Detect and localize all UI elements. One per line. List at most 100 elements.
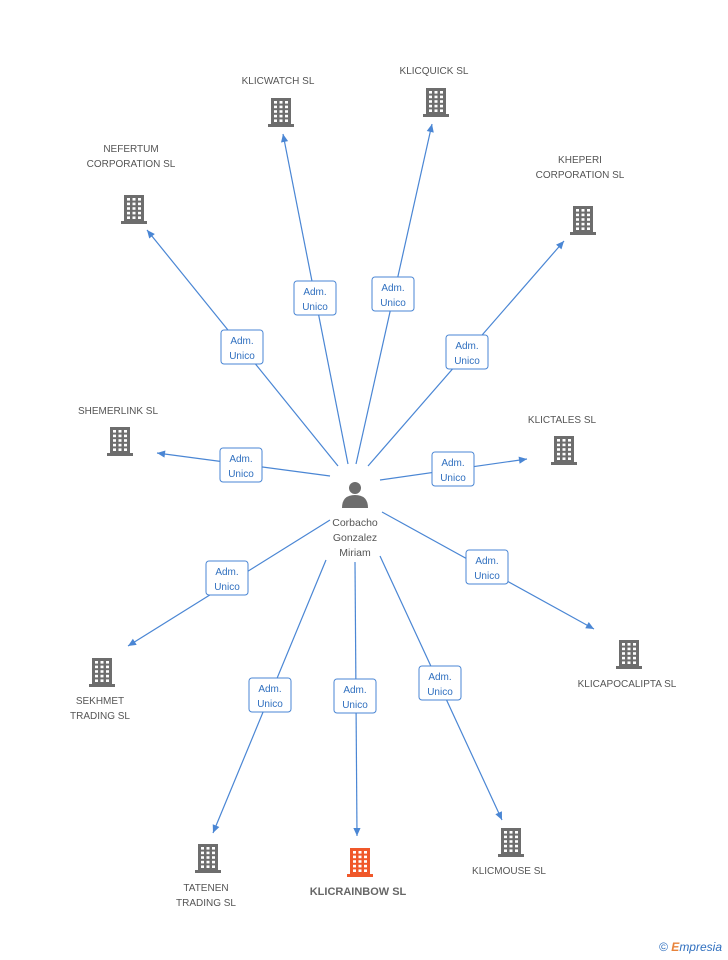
building-window <box>562 448 566 451</box>
building-window <box>557 448 560 451</box>
edge-label-tatenen[interactable]: Adm.Unico <box>248 677 292 713</box>
edge-label-text: Adm. <box>441 458 464 469</box>
building-window <box>127 211 130 215</box>
building-icon <box>616 640 642 669</box>
edge-label-text: Adm. <box>215 567 238 578</box>
building-window <box>622 647 625 651</box>
arrowhead <box>426 124 434 133</box>
building-window <box>118 439 122 442</box>
building-window <box>285 119 288 122</box>
building-window <box>622 656 625 660</box>
edge-label-text: Adm. <box>343 685 366 696</box>
building-window <box>358 851 362 854</box>
building-icon <box>107 427 133 456</box>
building-window <box>113 439 116 442</box>
building-window <box>557 457 560 460</box>
building-window <box>358 869 362 872</box>
building-window <box>201 851 204 855</box>
building-window <box>106 665 109 669</box>
edge-label-text: Adm. <box>303 287 326 298</box>
building-window <box>127 216 130 219</box>
building-window <box>557 452 560 456</box>
building-window <box>127 207 130 210</box>
building-window <box>627 652 631 655</box>
building-window <box>132 207 136 210</box>
building-window <box>429 100 432 103</box>
arrowhead <box>147 230 155 239</box>
edge-label-klicapocalipta[interactable]: Adm.Unico <box>465 549 509 585</box>
company-node-shemerlink[interactable]: SHEMERLINK SL <box>78 406 158 456</box>
building-window <box>429 104 432 108</box>
edge-label-text: Adm. <box>455 341 478 352</box>
building-icon <box>423 88 449 117</box>
edge-label-box <box>333 678 377 714</box>
building-window <box>206 860 210 864</box>
building-window <box>568 457 571 460</box>
company-node-klicquick[interactable]: KLICQUICK SL <box>400 66 469 117</box>
edge-label-text: Unico <box>342 700 368 711</box>
company-label: KLICAPOCALIPTA SL <box>578 679 677 690</box>
building-window <box>138 198 141 201</box>
edge-label-text: Unico <box>454 356 480 367</box>
building-icon <box>570 206 596 235</box>
edge-label-text: Unico <box>440 473 466 484</box>
building-window <box>132 216 136 219</box>
building-window <box>587 213 590 217</box>
edge-label-klictales[interactable]: Adm. Unico <box>431 451 475 487</box>
building-window <box>353 860 356 863</box>
company-node-klictales[interactable]: KLICTALES SL <box>528 415 597 465</box>
company-node-klicrainbow[interactable]: KLICRAINBOW SL <box>310 848 407 898</box>
edge-label-text: Unico <box>302 302 328 313</box>
edge-label-text: Adm. <box>475 556 498 567</box>
footer-brand[interactable]: © Empresia <box>659 940 722 954</box>
edge-label-klicrainbow[interactable]: Adm. Unico <box>333 678 377 714</box>
building-window <box>353 864 356 868</box>
company-node-klicmouse[interactable]: KLICMOUSE SL <box>472 828 546 877</box>
edge-label-text: Unico <box>229 351 255 362</box>
building-window <box>95 674 98 678</box>
edge-label-box <box>219 447 263 483</box>
building-window <box>576 209 579 212</box>
building-window <box>509 849 513 852</box>
building-window <box>515 844 518 848</box>
edge-label-klicwatch[interactable]: Adm. Unico <box>293 280 337 316</box>
company-label: CORPORATION SL <box>87 159 176 170</box>
edge-label-klicmouse[interactable]: Adm.Unico <box>418 665 462 701</box>
building-window <box>106 674 109 678</box>
building-window <box>633 647 636 651</box>
building-window <box>127 198 130 201</box>
building-window <box>515 840 518 843</box>
building-window <box>581 209 585 212</box>
company-label: KLICTALES SL <box>528 415 597 426</box>
edge-label-shemerlink[interactable]: Adm.Unico <box>219 447 263 483</box>
brand-initial: E <box>671 940 680 954</box>
edge-label-kheperi[interactable]: Adm. Unico <box>445 334 489 370</box>
building-window <box>568 443 571 447</box>
building-window <box>568 448 571 451</box>
building-icon <box>498 828 524 857</box>
building-base <box>551 462 577 465</box>
building-window <box>100 665 104 669</box>
company-node-klicapocalipta[interactable]: KLICAPOCALIPTA SL <box>578 640 677 690</box>
building-window <box>568 452 571 456</box>
edge-label-klicquick[interactable]: Adm.Unico <box>371 276 415 312</box>
building-window <box>138 202 141 206</box>
building-window <box>95 665 98 669</box>
edge-label-sekhmet[interactable]: Adm.Unico <box>205 560 249 596</box>
edge-label-box <box>431 451 475 487</box>
building-window <box>138 207 141 210</box>
building-window <box>581 222 585 226</box>
edge-label-text: Unico <box>257 699 283 710</box>
company-label: KHEPERI <box>558 155 602 166</box>
building-window <box>515 835 518 839</box>
building-window <box>440 109 443 112</box>
edge-label-nefertum[interactable]: Adm.Unico <box>220 329 264 365</box>
company-node-klicwatch[interactable]: KLICWATCH SL <box>242 76 315 127</box>
building-window <box>562 443 566 447</box>
building-window <box>364 864 367 868</box>
